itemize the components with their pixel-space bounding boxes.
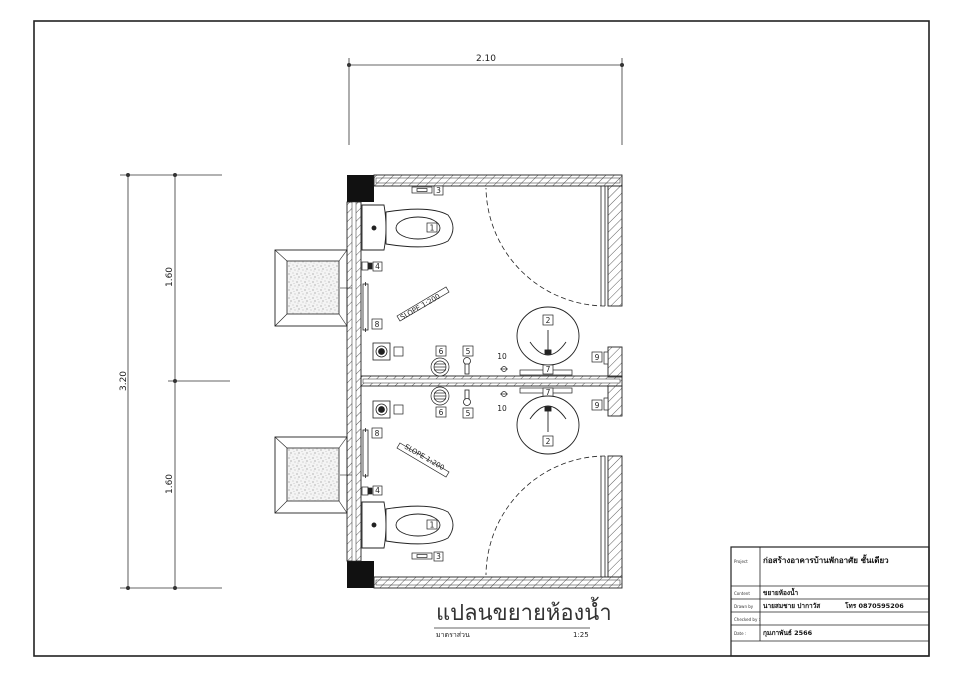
tag-drain-lower: 6 — [439, 408, 444, 417]
tag-drain-square-upper: 7 — [396, 347, 401, 356]
grab-bar-icon — [362, 428, 369, 478]
tb-phone-value: โทร 0870595206 — [844, 601, 904, 610]
door-lower — [485, 455, 606, 577]
valve-icon — [500, 366, 508, 372]
tb-checked-label: Checked by : — [734, 617, 760, 622]
tag-tap-upper: 5 — [466, 347, 471, 356]
round-drain-icon — [430, 357, 450, 377]
slope-label-upper: SLOPE 1:200 — [399, 292, 442, 321]
tag-tap-lower: 5 — [466, 409, 471, 418]
tb-drawn-value: นายสมชาย ปากาวัส — [763, 602, 820, 610]
scale-value: 1:25 — [573, 631, 589, 639]
window-box-lower — [274, 436, 352, 514]
tb-project-value: ก่อสร้างอาคารบ้านพักอาศัย ชั้นเดียว — [763, 554, 889, 565]
tap-icon — [463, 357, 471, 375]
tag-mirror-rail-upper: 7 — [546, 365, 551, 374]
tag-grab-bar-lower: 8 — [375, 429, 380, 438]
valve-icon — [500, 391, 508, 397]
tag-mirror-rail-lower: 7 — [546, 388, 551, 397]
tag-hook-upper: 3 — [436, 186, 441, 195]
column-bottom-left — [347, 561, 374, 588]
tag-toilet-upper: 1 — [430, 224, 435, 233]
slope-note-lower: SLOPE 1:200 — [396, 442, 450, 478]
upper-height-label: 1.60 — [165, 267, 175, 287]
tag-soap-upper: 9 — [595, 353, 600, 362]
grab-bar-icon — [362, 282, 369, 332]
basin-icon — [516, 306, 580, 366]
floor-drain-icon — [372, 342, 391, 361]
tb-date-value: กุมภาพันธ์ 2566 — [763, 629, 813, 637]
top-dimension — [346, 58, 625, 145]
tb-drawn-label: Drawn by — [734, 604, 754, 609]
soap-dish-icon — [603, 397, 609, 411]
toilet-icon — [361, 501, 454, 549]
door-upper — [485, 186, 606, 307]
flush-icon — [361, 261, 373, 271]
tag-valve-upper: 10 — [497, 352, 507, 361]
column-top-left — [347, 175, 374, 202]
basin-icon — [516, 395, 580, 455]
title-block — [730, 546, 930, 657]
slope-label-lower: SLOPE 1:200 — [403, 443, 446, 472]
tag-basin-upper: 2 — [546, 316, 551, 325]
round-drain-icon — [430, 386, 450, 406]
tag-flush-upper: 4 — [375, 262, 380, 271]
flush-icon — [361, 486, 373, 496]
total-height-label: 3.20 — [119, 371, 129, 391]
tag-valve-lower: 10 — [497, 404, 507, 413]
tag-flush-lower: 4 — [375, 486, 380, 495]
tag-grab-bar-upper: 8 — [375, 320, 380, 329]
tag-soap-lower: 9 — [595, 401, 600, 410]
tb-project-label: Project — [734, 559, 748, 564]
walls — [346, 174, 623, 589]
tap-icon — [463, 389, 471, 406]
floor-drain-icon — [372, 400, 391, 419]
scale-label: มาตราส่วน — [436, 631, 470, 639]
slope-note-upper: SLOPE 1:200 — [396, 286, 450, 322]
hook-icon — [411, 186, 433, 194]
tb-content-label: Content — [734, 591, 750, 596]
top-dimension-label: 2.10 — [476, 54, 496, 64]
tb-date-label: Date : — [734, 631, 746, 636]
sheet-border — [33, 20, 930, 657]
toilet-icon — [361, 204, 454, 251]
window-box-upper — [274, 249, 352, 327]
tag-basin-lower: 2 — [546, 437, 551, 446]
tag-drain-upper: 6 — [439, 347, 444, 356]
soap-dish-icon — [603, 351, 609, 365]
left-dimensions — [120, 172, 230, 591]
tag-hook-lower: 3 — [436, 552, 441, 561]
tag-toilet-lower: 1 — [430, 521, 435, 530]
lower-height-label: 1.60 — [165, 474, 175, 494]
hook-icon — [411, 552, 433, 560]
drawing-title: แปลนขยายห้องน้ำ — [436, 597, 612, 626]
tb-content-value: ขยายห้องน้ำ — [763, 587, 799, 597]
